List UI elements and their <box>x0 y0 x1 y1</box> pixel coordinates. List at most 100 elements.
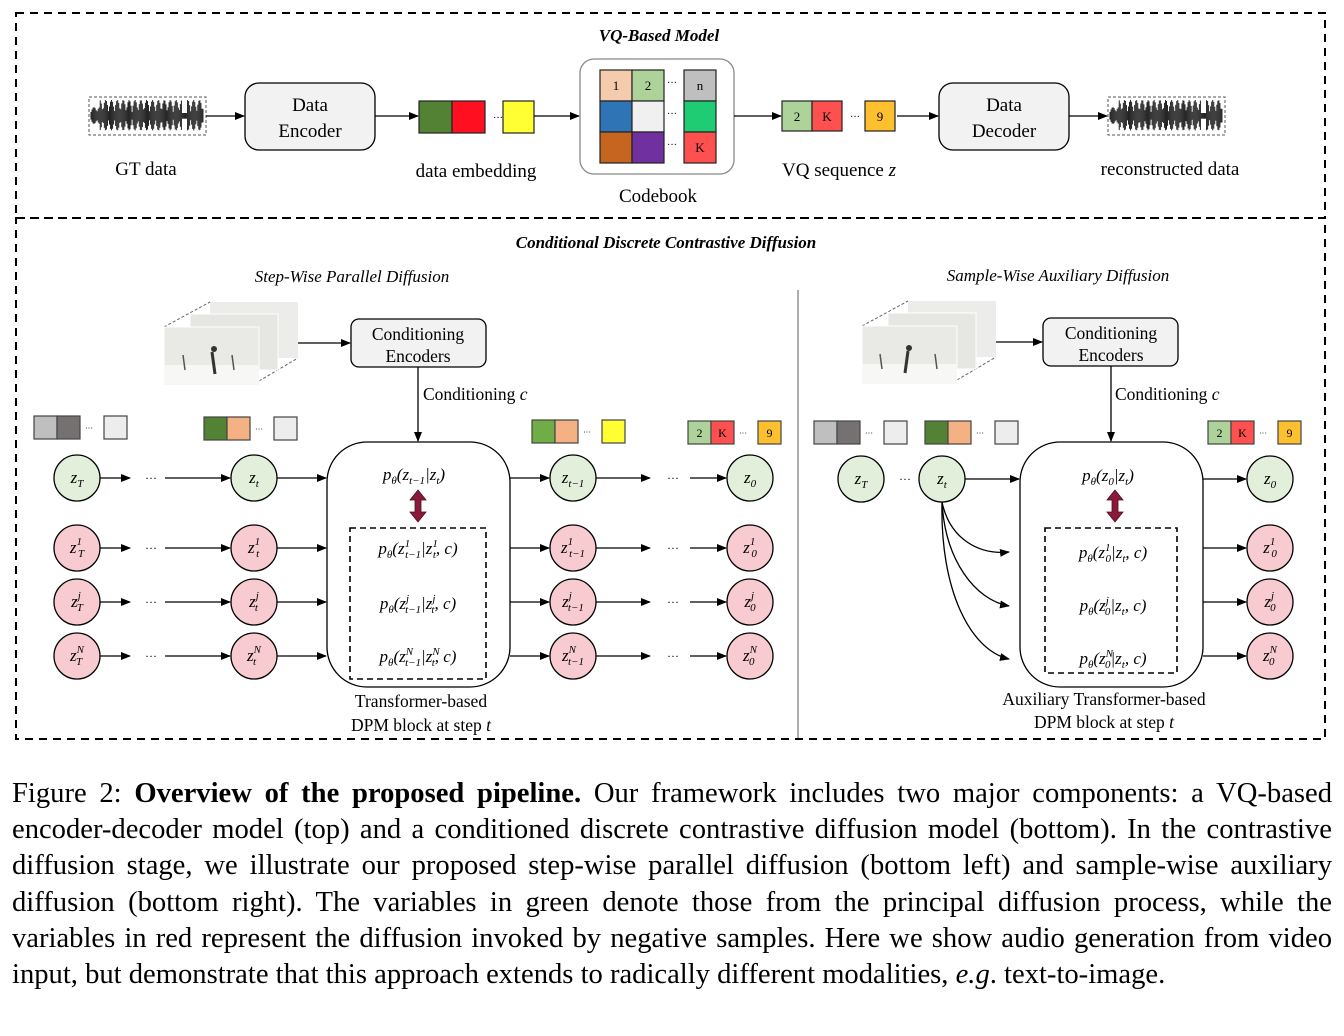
curved-arrows-right <box>941 501 1010 661</box>
contrast-arrow-right-icon <box>1106 489 1124 523</box>
codebook-cell <box>683 131 717 164</box>
node-label: zt <box>248 468 260 490</box>
block-caption-left-2: DPM block at step t <box>351 715 492 735</box>
node-label: zt <box>936 469 948 491</box>
token <box>924 420 949 445</box>
token <box>226 416 251 441</box>
gt-data-label: GT data <box>115 159 177 180</box>
codebook-cell <box>599 69 633 102</box>
green-node <box>1246 455 1294 503</box>
cond-enc-right-label-2: Encoders <box>1078 345 1143 365</box>
token <box>836 420 861 445</box>
ellipsis: ··· <box>667 140 677 151</box>
token <box>56 415 81 440</box>
token <box>103 415 128 440</box>
ellipsis: ··· <box>583 428 591 437</box>
ellipsis: ··· <box>145 471 157 485</box>
ellipsis: ··· <box>493 113 503 124</box>
pipeline-diagram: VQ-Based Model GT data Data Encoder ··· … <box>15 12 1326 740</box>
ellipsis: ··· <box>255 425 263 434</box>
codebook-cell-label: 1 <box>613 78 620 93</box>
diffusion-section-frame <box>15 217 1326 740</box>
ellipsis: ··· <box>1259 429 1267 438</box>
codebook-cell <box>599 131 633 164</box>
token-label: 9 <box>1287 426 1293 440</box>
vq-token-label: 9 <box>877 109 884 124</box>
token <box>554 419 579 444</box>
codebook-cell <box>631 100 665 133</box>
codebook-cell-label: n <box>697 78 704 93</box>
right-subtitle: Sample-Wise Auxiliary Diffusion <box>947 266 1170 285</box>
data-encoder-label-2: Encoder <box>278 121 342 142</box>
codebook-grid: 1 2 nK ··· ··· ··· <box>599 69 717 164</box>
ellipsis: ··· <box>667 109 677 120</box>
red-node <box>1246 578 1294 626</box>
data-embedding-label: data embedding <box>416 161 537 182</box>
embedding-token-last <box>502 100 535 134</box>
codebook-cell-label: 2 <box>645 78 652 93</box>
reconstructed-data-label: reconstructed data <box>1101 159 1240 180</box>
red-node <box>1246 524 1294 572</box>
reconstructed-waveform-icon <box>1107 96 1226 136</box>
left-subtitle: Step-Wise Parallel Diffusion <box>255 267 450 286</box>
ellipsis: ··· <box>976 429 984 438</box>
caption-bold-title: Overview of the proposed pipeline. <box>134 778 582 809</box>
block-caption-left-1: Transformer-based <box>355 691 487 711</box>
caption-eg: e.g <box>955 959 990 991</box>
cond-enc-left-label-2: Encoders <box>385 346 450 366</box>
diffusion-section-title: Conditional Discrete Contrastive Diffusi… <box>516 233 817 252</box>
data-decoder-label-2: Decoder <box>972 121 1037 142</box>
token-label: K <box>718 426 727 440</box>
red-node <box>726 578 774 626</box>
codebook-cell-label: K <box>695 140 705 155</box>
caption-body-1: Our framework includes two major compone… <box>12 778 1332 991</box>
main-formula-left: pθ(zt−1|zt) <box>382 465 446 487</box>
vq-token-label: 2 <box>794 109 801 124</box>
data-encoder-label-1: Data <box>292 95 328 116</box>
vq-sequence-label: VQ sequence z <box>782 160 897 181</box>
token <box>203 416 228 441</box>
green-node <box>837 455 885 503</box>
ellipsis: ··· <box>899 472 911 486</box>
red-node <box>53 524 101 572</box>
token <box>710 420 735 445</box>
codebook-cell <box>631 131 665 164</box>
conditioning-c-left: Conditioning c <box>423 384 528 404</box>
negative-formulas-left-box <box>349 527 487 680</box>
ellipsis: ··· <box>85 424 93 433</box>
token <box>1277 420 1302 445</box>
token <box>531 419 556 444</box>
cond-enc-left-label-1: Conditioning <box>372 324 465 344</box>
embedding-token-2 <box>451 100 486 134</box>
ellipsis: ··· <box>667 471 679 485</box>
red-node <box>726 524 774 572</box>
token <box>994 420 1019 445</box>
gt-waveform-icon <box>88 96 207 136</box>
token <box>33 415 58 440</box>
ellipsis: ··· <box>145 595 157 609</box>
caption-body-2: . text-to-image. <box>989 959 1166 991</box>
cond-enc-right-label-1: Conditioning <box>1065 323 1158 343</box>
conditioning-c-right: Conditioning c <box>1115 384 1220 404</box>
token-label: 2 <box>697 426 703 440</box>
ellipsis: ··· <box>667 78 677 89</box>
embedding-token-1 <box>418 100 453 134</box>
negative-formulas-right-box <box>1044 527 1178 674</box>
token <box>883 420 908 445</box>
caption-prefix: Figure 2: <box>12 778 135 809</box>
ellipsis: ··· <box>667 541 679 555</box>
red-node <box>1246 632 1294 680</box>
video-frames-left-icon <box>163 301 299 386</box>
